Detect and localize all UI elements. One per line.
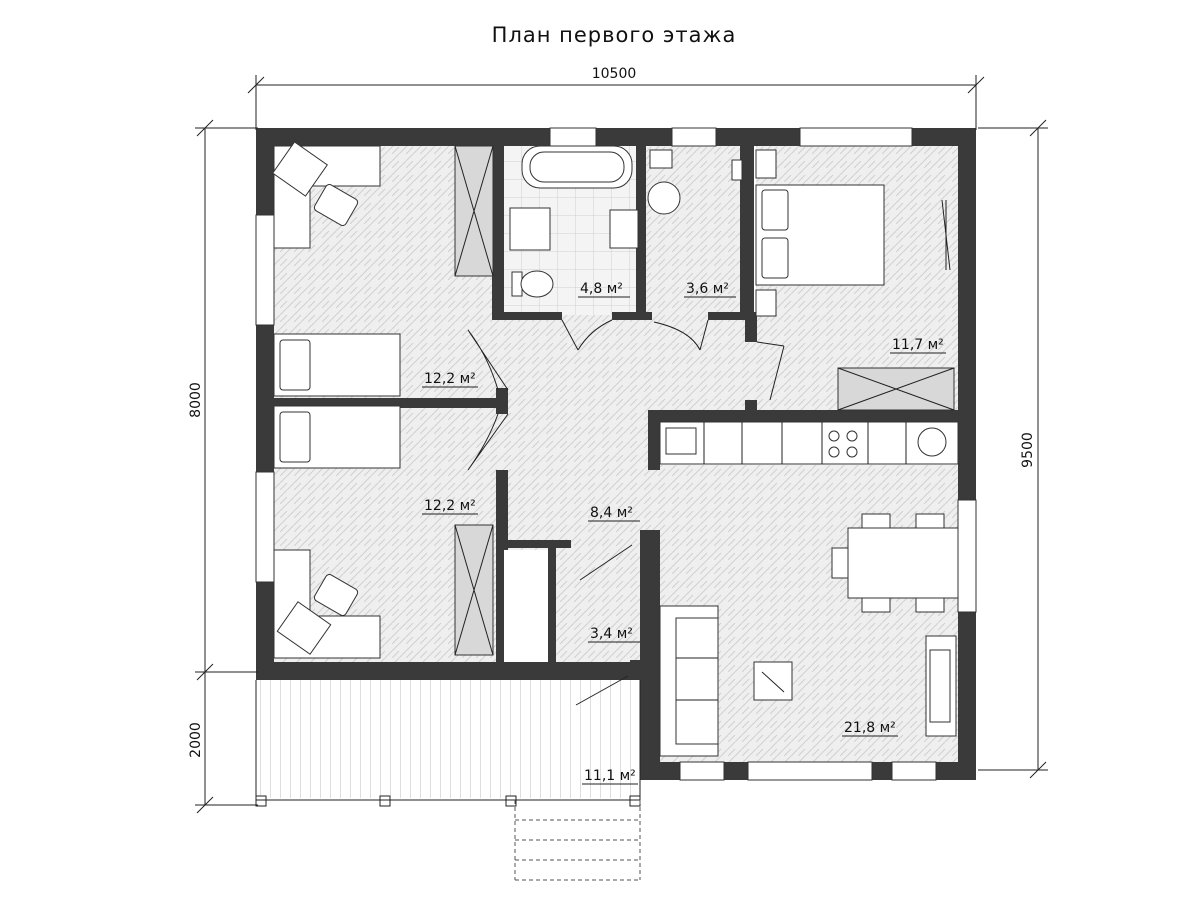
room-area-hall: 8,4 м²	[590, 505, 633, 521]
room-area-entry: 3,4 м²	[590, 626, 633, 642]
living-set	[659, 605, 957, 757]
bedroom-top-left-furniture	[272, 141, 494, 397]
terrace-details	[255, 680, 641, 881]
room-area-wc: 3,6 м²	[686, 281, 729, 297]
bedroom-bottom-left-furniture	[273, 405, 494, 659]
bathroom-fixtures	[509, 145, 639, 298]
dimension-lines	[195, 75, 1048, 814]
dimension-left-terrace: 2000	[188, 722, 204, 758]
doors	[467, 319, 785, 706]
windows	[255, 127, 977, 781]
kitchen-fixtures	[659, 421, 959, 465]
bedroom-right-furniture	[755, 149, 955, 411]
plan-title: План первого этажа	[492, 23, 737, 47]
room-area-living-kitchen: 21,8 м²	[844, 720, 896, 736]
room-area-bedroom-top-left: 12,2 м²	[424, 371, 476, 387]
dimension-right: 9500	[1020, 432, 1036, 468]
room-area-terrace: 11,1 м²	[584, 768, 636, 784]
dimension-top: 10500	[592, 66, 637, 82]
wc-fixtures	[647, 149, 743, 215]
room-area-bedroom-bottom-left: 12,2 м²	[424, 498, 476, 514]
room-area-bedroom-right: 11,7 м²	[892, 337, 944, 353]
room-area-bathroom: 4,8 м²	[580, 281, 623, 297]
dining-set	[831, 513, 959, 613]
room-labels: 12,2 м² 12,2 м² 4,8 м² 3,6 м² 11,7 м² 8,…	[422, 281, 946, 785]
dimension-left-main: 8000	[188, 382, 204, 418]
